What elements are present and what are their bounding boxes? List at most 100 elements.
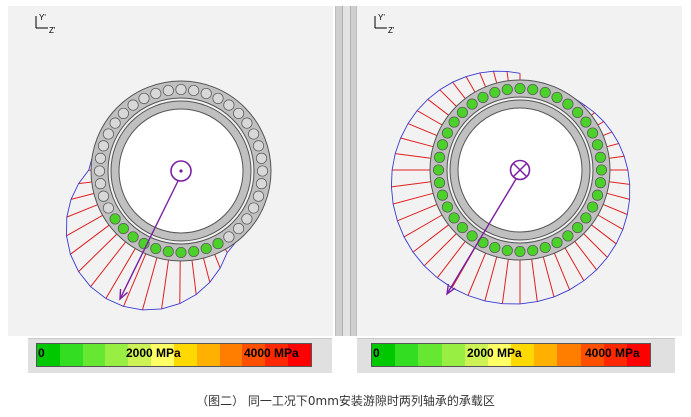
pressure-line xyxy=(123,253,147,307)
ball xyxy=(223,231,235,243)
ball xyxy=(436,189,449,201)
ball xyxy=(441,201,453,213)
colorbar-max-label: 4000 MPa xyxy=(244,346,299,360)
ball xyxy=(587,127,599,139)
pressure-line xyxy=(203,257,211,283)
colorbar-gradient xyxy=(36,343,312,367)
pressure-line xyxy=(506,71,509,81)
pressure-line xyxy=(501,259,509,304)
pressure-line xyxy=(602,203,628,215)
pressure-line xyxy=(403,214,443,238)
colorbar-segment xyxy=(418,344,442,366)
colorbar-mid-label: 2000 MPa xyxy=(126,346,181,360)
pressure-line xyxy=(564,247,585,281)
ball xyxy=(248,202,260,214)
left-bearing-canvas: Y' Z' xyxy=(35,13,272,311)
cross-stroke xyxy=(512,162,528,178)
axis-triad: Y' Z' xyxy=(35,13,56,35)
ball xyxy=(102,202,114,214)
pressure-line xyxy=(224,249,228,253)
pressure-line xyxy=(407,123,438,137)
ball xyxy=(102,128,114,140)
ball xyxy=(255,178,268,190)
ball xyxy=(255,152,268,164)
pressure-line xyxy=(397,203,438,222)
vector-shaft xyxy=(446,178,517,295)
ball xyxy=(594,177,607,189)
ball xyxy=(527,244,539,257)
ball xyxy=(580,212,592,224)
ball xyxy=(432,164,445,176)
colorbar-segment xyxy=(242,344,266,366)
colorbar-min-label: 0 xyxy=(373,346,380,360)
ball xyxy=(433,151,446,163)
ball xyxy=(514,245,526,258)
colorbar-segment xyxy=(151,344,174,366)
ball xyxy=(94,152,107,164)
pressure-line xyxy=(423,233,457,267)
ball xyxy=(587,201,599,213)
pressure-line xyxy=(90,241,126,288)
pressure-line xyxy=(553,252,571,290)
ball xyxy=(200,87,212,100)
pressure-line xyxy=(66,204,98,218)
axis-triad: Y' Z' xyxy=(374,13,395,35)
center-dot xyxy=(179,169,183,173)
ball xyxy=(97,140,110,152)
pressure-line xyxy=(105,248,136,299)
ball xyxy=(248,128,260,140)
load-vector-arrow xyxy=(446,178,517,296)
ball xyxy=(223,99,235,111)
axis-label-y: Y' xyxy=(378,13,385,22)
colorbar-segment xyxy=(511,344,535,366)
ball xyxy=(551,237,563,249)
pressure-line xyxy=(606,143,619,148)
ball xyxy=(527,83,539,96)
ball xyxy=(188,84,200,97)
pressure-line xyxy=(597,121,605,126)
vector-arrowhead xyxy=(119,288,129,301)
pressure-line xyxy=(78,233,118,272)
center-cross-marker xyxy=(509,159,531,181)
colorbar-segment xyxy=(265,344,289,366)
pressure-line xyxy=(479,72,487,88)
colorbar-max-label: 4000 MPa xyxy=(585,346,640,360)
pressure-line xyxy=(78,181,92,185)
ball xyxy=(594,151,607,163)
colorbar-segment xyxy=(372,344,396,366)
colorbar-min-label: 0 xyxy=(38,346,45,360)
pressure-line xyxy=(416,110,443,126)
ball xyxy=(539,241,551,254)
right-bearing-view[interactable]: Y' Z' xyxy=(357,6,682,336)
ball xyxy=(117,223,129,235)
ball xyxy=(441,127,453,139)
axis-label-z: Z' xyxy=(388,26,395,35)
pressure-line xyxy=(609,155,625,159)
split-view-divider[interactable] xyxy=(335,6,357,336)
left-bearing-view[interactable]: Y' Z' xyxy=(8,6,333,336)
ball xyxy=(150,87,162,100)
ball xyxy=(562,98,574,110)
ball xyxy=(572,106,584,118)
ball xyxy=(233,107,245,119)
ball xyxy=(256,165,269,177)
ball xyxy=(212,238,224,250)
pressure-line xyxy=(583,233,608,258)
pressure-line xyxy=(439,89,457,107)
colorbar-segment xyxy=(603,344,627,366)
pressure-line xyxy=(467,252,487,296)
ball xyxy=(127,231,139,243)
colorbar-segment xyxy=(105,344,129,366)
colorbar-segment xyxy=(59,344,83,366)
pressure-line xyxy=(66,214,103,237)
pressure-line xyxy=(591,224,617,245)
vector-arrowhead xyxy=(446,284,456,296)
colorbar-segment xyxy=(626,344,651,366)
pressure-line xyxy=(142,257,158,311)
ball xyxy=(456,222,468,234)
pressure-line xyxy=(574,241,597,271)
ball xyxy=(252,140,265,152)
ball xyxy=(162,245,174,258)
pressure-line xyxy=(602,131,613,137)
ball xyxy=(150,242,162,255)
